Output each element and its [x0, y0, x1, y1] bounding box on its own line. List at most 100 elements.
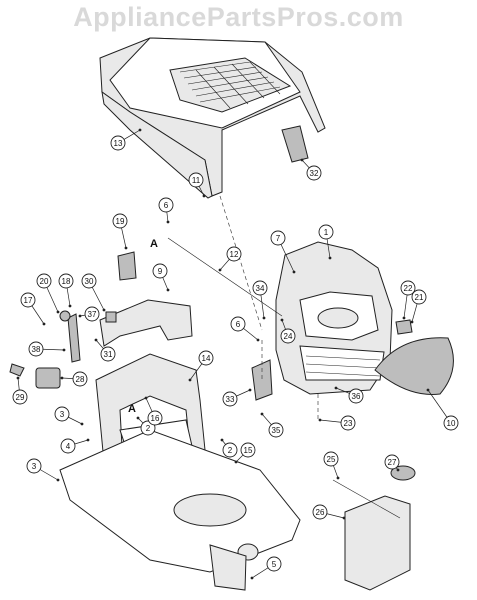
callout-number: 12 — [230, 250, 239, 259]
part-callout-3: 3 — [54, 406, 84, 426]
throttle-lever-part — [67, 313, 81, 363]
callout-bubble — [323, 451, 339, 467]
callout-leader-dot — [166, 220, 170, 224]
callout-leader-dot — [336, 476, 340, 480]
callout-number: 10 — [447, 419, 456, 428]
callout-number: 2 — [228, 446, 233, 455]
part-callout-7: 7 — [270, 230, 296, 274]
callout-bubble — [12, 389, 28, 405]
callout-leader-dot — [56, 310, 60, 314]
grille-housing-part — [275, 241, 393, 395]
part-callout-5: 5 — [250, 556, 282, 580]
part-callout-11: 11 — [188, 172, 206, 198]
part-callout-30: 30 — [81, 273, 106, 312]
callout-bubble — [348, 388, 364, 404]
watermark-text: AppliancePartsPros.com — [73, 2, 404, 32]
ref-letter-top: A — [150, 238, 158, 250]
part-callout-36: 36 — [334, 386, 364, 404]
callout-leader-dot — [166, 288, 170, 292]
callout-number: 7 — [276, 234, 281, 243]
linkage-rod-part — [167, 237, 283, 317]
callout-bubble — [306, 165, 322, 181]
part-callout-18: 18 — [58, 273, 74, 308]
dash-component-part — [117, 251, 137, 281]
callout-leader-dot — [426, 388, 430, 392]
callout-leader-dot — [300, 158, 304, 162]
callout-leader-dot — [256, 338, 260, 342]
callout-number: 21 — [415, 293, 424, 302]
callout-leader-dot — [260, 412, 264, 416]
part-callout-12: 12 — [218, 246, 242, 272]
callout-leader-dot — [280, 318, 284, 322]
callout-leader-dot — [410, 320, 414, 324]
part-callout-10: 10 — [426, 388, 459, 431]
callout-bubble — [252, 280, 268, 296]
callout-bubble — [158, 197, 174, 213]
callout-number: 9 — [158, 267, 163, 276]
callout-number: 34 — [256, 284, 265, 293]
callout-number: 35 — [272, 426, 281, 435]
callout-leader-dot — [16, 376, 20, 380]
callout-leader-dot — [262, 316, 266, 320]
callout-number: 37 — [88, 310, 97, 319]
callout-number: 20 — [40, 277, 49, 286]
callout-leader-dot — [292, 270, 296, 274]
callout-leader-dot — [68, 304, 72, 308]
callout-bubble — [188, 172, 204, 188]
headlight-bulb-part — [395, 319, 413, 335]
part-callout-24: 24 — [280, 318, 296, 344]
part-callout-28: 28 — [60, 371, 88, 387]
bracket-side-part — [251, 359, 273, 401]
callout-number: 2 — [146, 424, 151, 433]
callout-leader-dot — [248, 388, 252, 392]
callout-number: 24 — [284, 332, 293, 341]
callout-number: 33 — [226, 395, 235, 404]
callout-leader-dot — [138, 128, 142, 132]
ref-letter-bottom: A — [128, 403, 136, 415]
callout-number: 22 — [404, 284, 413, 293]
callout-bubble — [58, 273, 74, 289]
callout-number: 4 — [66, 442, 71, 451]
part-callout-16: 16 — [144, 396, 163, 426]
callout-number: 26 — [316, 508, 325, 517]
callout-number: 32 — [310, 169, 319, 178]
headlight-lens-part — [374, 337, 454, 395]
part-callout-23: 23 — [318, 415, 356, 431]
part-callout-32: 32 — [300, 158, 322, 181]
part-callout-20: 20 — [36, 273, 60, 314]
callout-leader-dot — [56, 478, 60, 482]
part-callout-25: 25 — [323, 451, 340, 480]
callout-bubble — [72, 371, 88, 387]
knob-part — [59, 310, 71, 322]
callout-bubble — [110, 135, 126, 151]
part-callout-4: 4 — [60, 438, 90, 454]
callout-leader-dot — [124, 246, 128, 250]
callout-bubble — [26, 458, 42, 474]
callout-bubble — [340, 415, 356, 431]
part-callout-17: 17 — [20, 292, 46, 326]
callout-number: 6 — [236, 320, 241, 329]
callout-leader-dot — [342, 516, 346, 520]
part-callout-31: 31 — [94, 338, 116, 362]
callout-number: 17 — [24, 296, 33, 305]
callout-number: 27 — [388, 458, 397, 467]
callout-bubble — [270, 230, 286, 246]
part-callout-3: 3 — [26, 458, 60, 482]
callout-leader-dot — [60, 376, 64, 380]
callout-bubble — [152, 263, 168, 279]
part-callout-26: 26 — [312, 504, 346, 520]
part-callout-13: 13 — [110, 128, 142, 151]
callout-leader-dot — [102, 308, 106, 312]
callout-leader-dot — [318, 418, 322, 422]
bushing-part — [105, 311, 117, 323]
callout-bubble — [266, 556, 282, 572]
callout-number: 14 — [202, 354, 211, 363]
callout-leader-dot — [234, 460, 238, 464]
part-callout-2: 2 — [220, 438, 238, 458]
part-callout-6: 6 — [230, 316, 260, 342]
part-callout-27: 27 — [384, 454, 400, 472]
dash-panel-part — [99, 299, 193, 347]
callout-number: 18 — [62, 277, 71, 286]
callout-leader-dot — [80, 422, 84, 426]
